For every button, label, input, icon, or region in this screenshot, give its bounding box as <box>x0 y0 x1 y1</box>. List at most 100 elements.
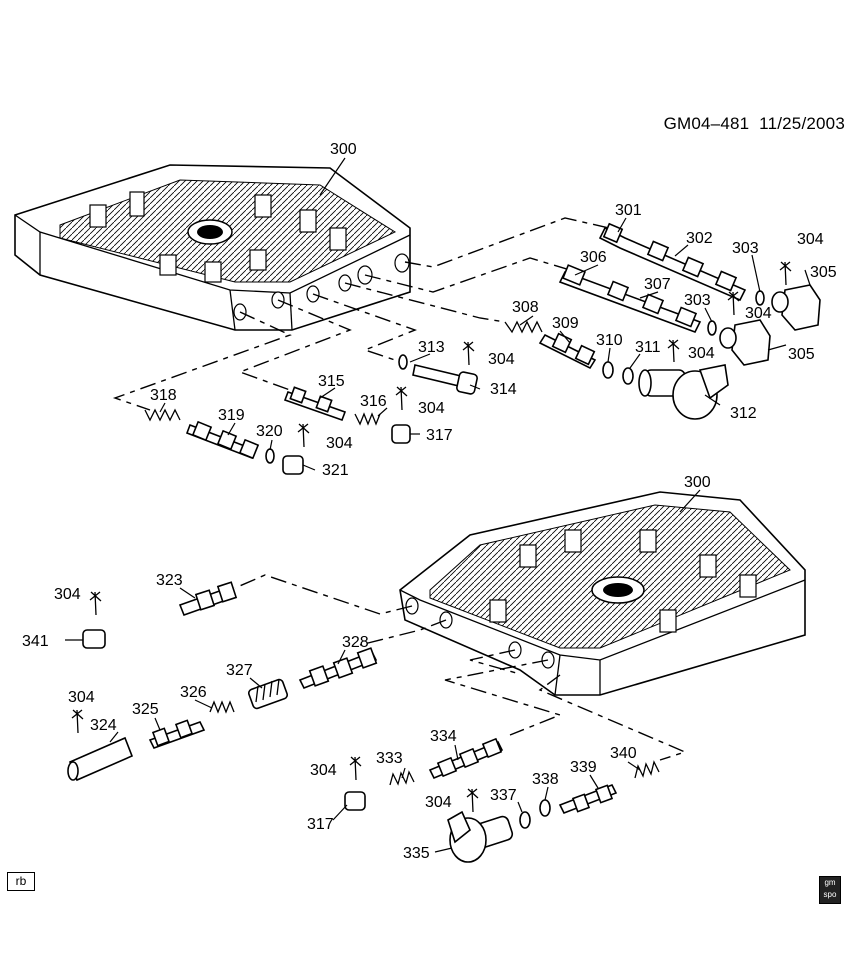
callout-300-lower: 300 <box>684 474 711 491</box>
callout-313: 313 <box>418 339 445 356</box>
retainer-304e <box>395 386 408 411</box>
callout-341: 341 <box>22 633 49 650</box>
diagram-code: GM04–481 <box>663 114 750 133</box>
valve-body-upper <box>14 164 411 331</box>
ring-311 <box>622 367 634 385</box>
callout-334: 334 <box>430 728 457 745</box>
valve-315 <box>283 386 347 422</box>
ring-337 <box>519 811 531 829</box>
callout-304: 304 <box>310 762 337 779</box>
logo-line-2: spo <box>823 890 837 899</box>
solenoid-312 <box>638 364 729 420</box>
callout-338: 338 <box>532 771 559 788</box>
callout-304: 304 <box>688 345 715 362</box>
valve-309 <box>538 332 597 370</box>
callout-303: 303 <box>684 292 711 309</box>
spring-340 <box>634 760 660 779</box>
spring-308 <box>504 320 543 334</box>
retainer-304b <box>727 291 740 316</box>
callout-310: 310 <box>596 332 623 349</box>
lower-parts <box>67 581 660 863</box>
callout-317: 317 <box>307 816 334 833</box>
callout-339: 339 <box>570 759 597 776</box>
solenoid-305b <box>719 319 771 366</box>
valve-334 <box>428 737 504 780</box>
callout-302: 302 <box>686 230 713 247</box>
plug-317b <box>344 791 366 811</box>
callout-324: 324 <box>90 717 117 734</box>
callout-307: 307 <box>644 276 671 293</box>
valve-319 <box>185 420 260 460</box>
callout-304: 304 <box>797 231 824 248</box>
callout-337: 337 <box>490 787 517 804</box>
valve-325 <box>148 719 206 749</box>
ring-303b <box>707 320 717 336</box>
callout-309: 309 <box>552 315 579 332</box>
callout-300-upper: 300 <box>330 141 357 158</box>
callout-labels: 300 301 302 303 304 305 306 307 303 304 … <box>22 141 837 862</box>
callout-328: 328 <box>342 634 369 651</box>
spring-333 <box>389 770 415 786</box>
ring-313 <box>398 354 408 370</box>
callout-317: 317 <box>426 427 453 444</box>
callout-305: 305 <box>788 346 815 363</box>
callout-320: 320 <box>256 423 283 440</box>
alignment-lines <box>112 217 688 761</box>
retainer-304a <box>779 261 792 286</box>
retainer-304h <box>71 709 84 734</box>
spring-327 <box>247 678 289 710</box>
callout-304: 304 <box>425 794 452 811</box>
callout-314: 314 <box>490 381 517 398</box>
retainer-304g <box>89 591 102 616</box>
sleeve-324 <box>67 736 134 782</box>
callout-308: 308 <box>512 299 539 316</box>
callout-304: 304 <box>488 351 515 368</box>
callout-304: 304 <box>54 586 81 603</box>
callout-304: 304 <box>745 305 772 322</box>
callout-321: 321 <box>322 462 349 479</box>
valve-339 <box>558 783 618 815</box>
callout-303: 303 <box>732 240 759 257</box>
ring-320 <box>265 448 275 464</box>
upper-parts <box>144 222 821 475</box>
diagram-date: 11/25/2003 <box>759 114 845 133</box>
callout-316: 316 <box>360 393 387 410</box>
logo-line-1: gm <box>824 878 836 887</box>
retainer-304j <box>466 788 479 813</box>
callout-323: 323 <box>156 572 183 589</box>
plug-317a <box>391 424 411 444</box>
plug-314 <box>412 364 478 395</box>
callout-315: 315 <box>318 373 345 390</box>
ring-303a <box>755 290 765 306</box>
ring-310 <box>602 361 614 379</box>
leader-lines <box>65 157 811 853</box>
callout-306: 306 <box>580 249 607 266</box>
spring-316 <box>354 412 381 426</box>
gm-spo-logo: gm spo <box>819 876 841 904</box>
valve-body-lower <box>399 491 806 696</box>
callout-335: 335 <box>403 845 430 862</box>
retainer-304i <box>349 756 362 781</box>
valve-323 <box>178 581 238 617</box>
retainer-304c <box>667 339 680 363</box>
spring-326 <box>209 700 235 714</box>
callout-305: 305 <box>810 264 837 281</box>
callout-301: 301 <box>615 202 642 219</box>
callout-304: 304 <box>68 689 95 706</box>
callout-311: 311 <box>635 339 661 356</box>
callout-333: 333 <box>376 750 403 767</box>
callout-304: 304 <box>418 400 445 417</box>
retainer-304f <box>297 423 310 448</box>
solenoid-335 <box>447 810 514 863</box>
corner-tag: rb <box>7 872 35 891</box>
callout-340: 340 <box>610 745 637 762</box>
callout-325: 325 <box>132 701 159 718</box>
retainer-304d <box>462 341 475 366</box>
callout-318: 318 <box>150 387 177 404</box>
plug-321 <box>282 455 304 475</box>
valve-328 <box>298 647 378 690</box>
callout-327: 327 <box>226 662 253 679</box>
ring-338 <box>539 799 551 817</box>
